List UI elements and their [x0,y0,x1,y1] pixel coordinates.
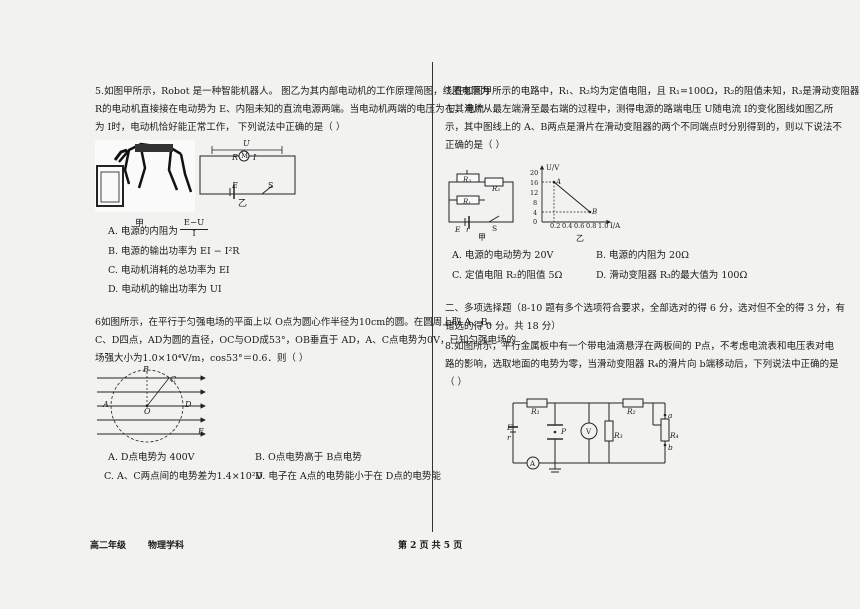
q7-ytick-4: 4 [533,209,538,217]
q7-point-a: A [556,178,562,186]
q8-label-r: r [507,433,511,442]
q5-option-c: C. 电动机消耗的总功率为 EI [108,265,230,276]
q7-graph-ylabel: U/V [546,164,560,172]
q7-point-b: B [592,208,598,216]
q7-xtick-10: 1.0 [598,222,609,230]
q7-label-jia: 甲 [478,233,486,242]
q8-label-A: A [530,460,536,468]
q6-option-a: A. D点电势为 400V [108,452,195,463]
fig-label-jia: 甲 [135,219,145,229]
q5-label-S: S [268,181,274,190]
q7-line-4: 正确的是（ ） [445,140,506,151]
section-2-heading: 二、多项选择题（8-10 题有多个选项符合要求，全部选对的得 6 分，选对但不全… [445,303,846,314]
q7-ytick-16: 16 [530,179,539,187]
q5-line-2: R的电动机直接接在电动势为 E、内阻未知的直流电源两端。当电动机两端的电压为 U… [95,104,485,115]
q6-option-c: C. A、C两点间的电势差为1.4×10²V [104,471,263,482]
q7-graph-caption: 乙 [576,234,584,243]
q7-graph-xlabel: I/A [610,222,621,230]
q7-label-R3: R₃ [463,176,472,184]
q7-label-r: r [466,225,470,234]
q7-line-3: 示，其中图线上的 A、B两点是滑片在滑动变阻器的两个不同端点时分别得到的，则以下… [445,122,842,133]
q7-ui-graph [539,165,611,225]
q7-line-1: 7.在如图甲所示的电路中，R₁、R₂均为定值电阻，且 R₁=100Ω，R₂的阻值… [445,86,860,97]
q8-label-P: P [561,427,567,436]
q8-label-R3: R₃ [614,431,623,440]
q7-option-c: C. 定值电阻 R₂的阻值 5Ω [452,270,563,281]
q7-xtick-06: 0.6 [574,222,585,230]
q6-label-D: D [185,400,192,409]
q7-label-R1: R₁ [463,198,472,206]
q7-label-E: E [455,225,461,234]
q5-label-U: U [243,139,250,148]
q8-label-a: a [668,411,673,420]
fig-label-yi: 乙 [238,199,248,209]
q5-line-3: 为 I时，电动机恰好能正常工作， 下列说法中正确的是（ ） [95,122,346,133]
q5-fraction-num: E−U [180,218,208,230]
q5-option-a: A. 电源的内阻为 [108,226,178,237]
q7-ytick-20: 20 [530,169,539,177]
q5-fraction-den: I [192,229,196,239]
q7-label-R2: R₂ [492,185,501,193]
q7-line-2: 在其滑片从最左端滑至最右端的过程中，测得电源的路端电压 U随电流 I的变化图线如… [445,104,834,115]
q5-circuit-diagram [199,146,296,199]
q6-label-B: B [143,365,149,374]
footer-page-number: 第 2 页 共 5 页 [398,541,463,551]
q5-label-I: I [253,153,257,162]
section-2-heading-b: 错选的得 0 分。共 18 分） [445,321,561,332]
q5-option-b: B. 电源的输出功率为 EI − I²R [108,246,240,257]
q6-line-3: 场强大小为1.0×10⁴V/m，cos53°＝0.6．则（ ） [95,353,309,364]
q6-label-E: E [198,427,204,436]
q6-label-C: C [170,375,177,384]
q8-label-E: E [507,423,513,432]
q7-ytick-12: 12 [530,189,539,197]
q8-label-R1: R₁ [531,407,540,416]
column-divider [432,62,433,532]
q5-label-M: M [241,152,249,160]
q5-option-d: D. 电动机的输出功率为 UI [108,284,222,295]
q8-label-b: b [668,443,673,452]
q8-circuit-diagram [508,398,670,473]
q8-label-V: V [586,428,592,436]
q8-line-1: 8.如图所示，平行金属板中有一个带电油滴悬浮在两板间的 P点，不考虑电流表和电压… [445,341,834,352]
q6-label-O: O [144,407,151,416]
q5-line-1: 5.如图甲所示，Robot 是一种智能机器人。 图乙为其内部电动机的工作原理简图… [95,86,491,97]
q7-option-b: B. 电源的内阻为 20Ω [596,250,690,261]
q7-xtick-04: 0.4 [562,222,573,230]
q7-option-a: A. 电源的电动势为 20V [452,250,554,261]
q7-option-d: D. 滑动变阻器 R₃的最大值为 100Ω [596,270,748,281]
q7-xtick-02: 0.2 [550,222,561,230]
q7-circuit-diagram [448,170,514,228]
q7-ytick-8: 8 [533,199,538,207]
q6-option-d: D. 电子在 A点的电势能小于在 D点的电势能 [255,471,441,482]
robot-photo [95,140,195,212]
q8-line-2: 路的影响，选取地面的电势为零，当滑动变阻器 R₄的滑片向 b端移动后，下列说法中… [445,359,839,370]
q8-label-R2: R₂ [627,407,636,416]
q6-line-2: C、D四点，AD为圆的直径，OC与OD成53°，OB垂直于 AD，A、C点电势为… [95,335,516,346]
footer-subject: 物理学科 [148,541,185,551]
q7-label-S: S [492,224,498,233]
q7-xtick-08: 0.8 [586,222,597,230]
q5-label-R: R [232,153,239,162]
q6-field-diagram [97,369,206,443]
q7-ytick-0: 0 [533,218,538,226]
q6-option-b: B. O点电势高于 B点电势 [255,452,362,463]
q8-label-R4: R₄ [670,431,679,440]
q5-label-E: E [232,181,238,190]
footer-grade: 高二年级 [90,541,127,551]
q6-line-1: 6如图所示，在平行于匀强电场的平面上以 O点为圆心作半径为10cm的圆。在圆周上… [95,317,498,328]
q8-line-3: （ ） [445,377,468,388]
q6-label-A: A [103,400,109,409]
